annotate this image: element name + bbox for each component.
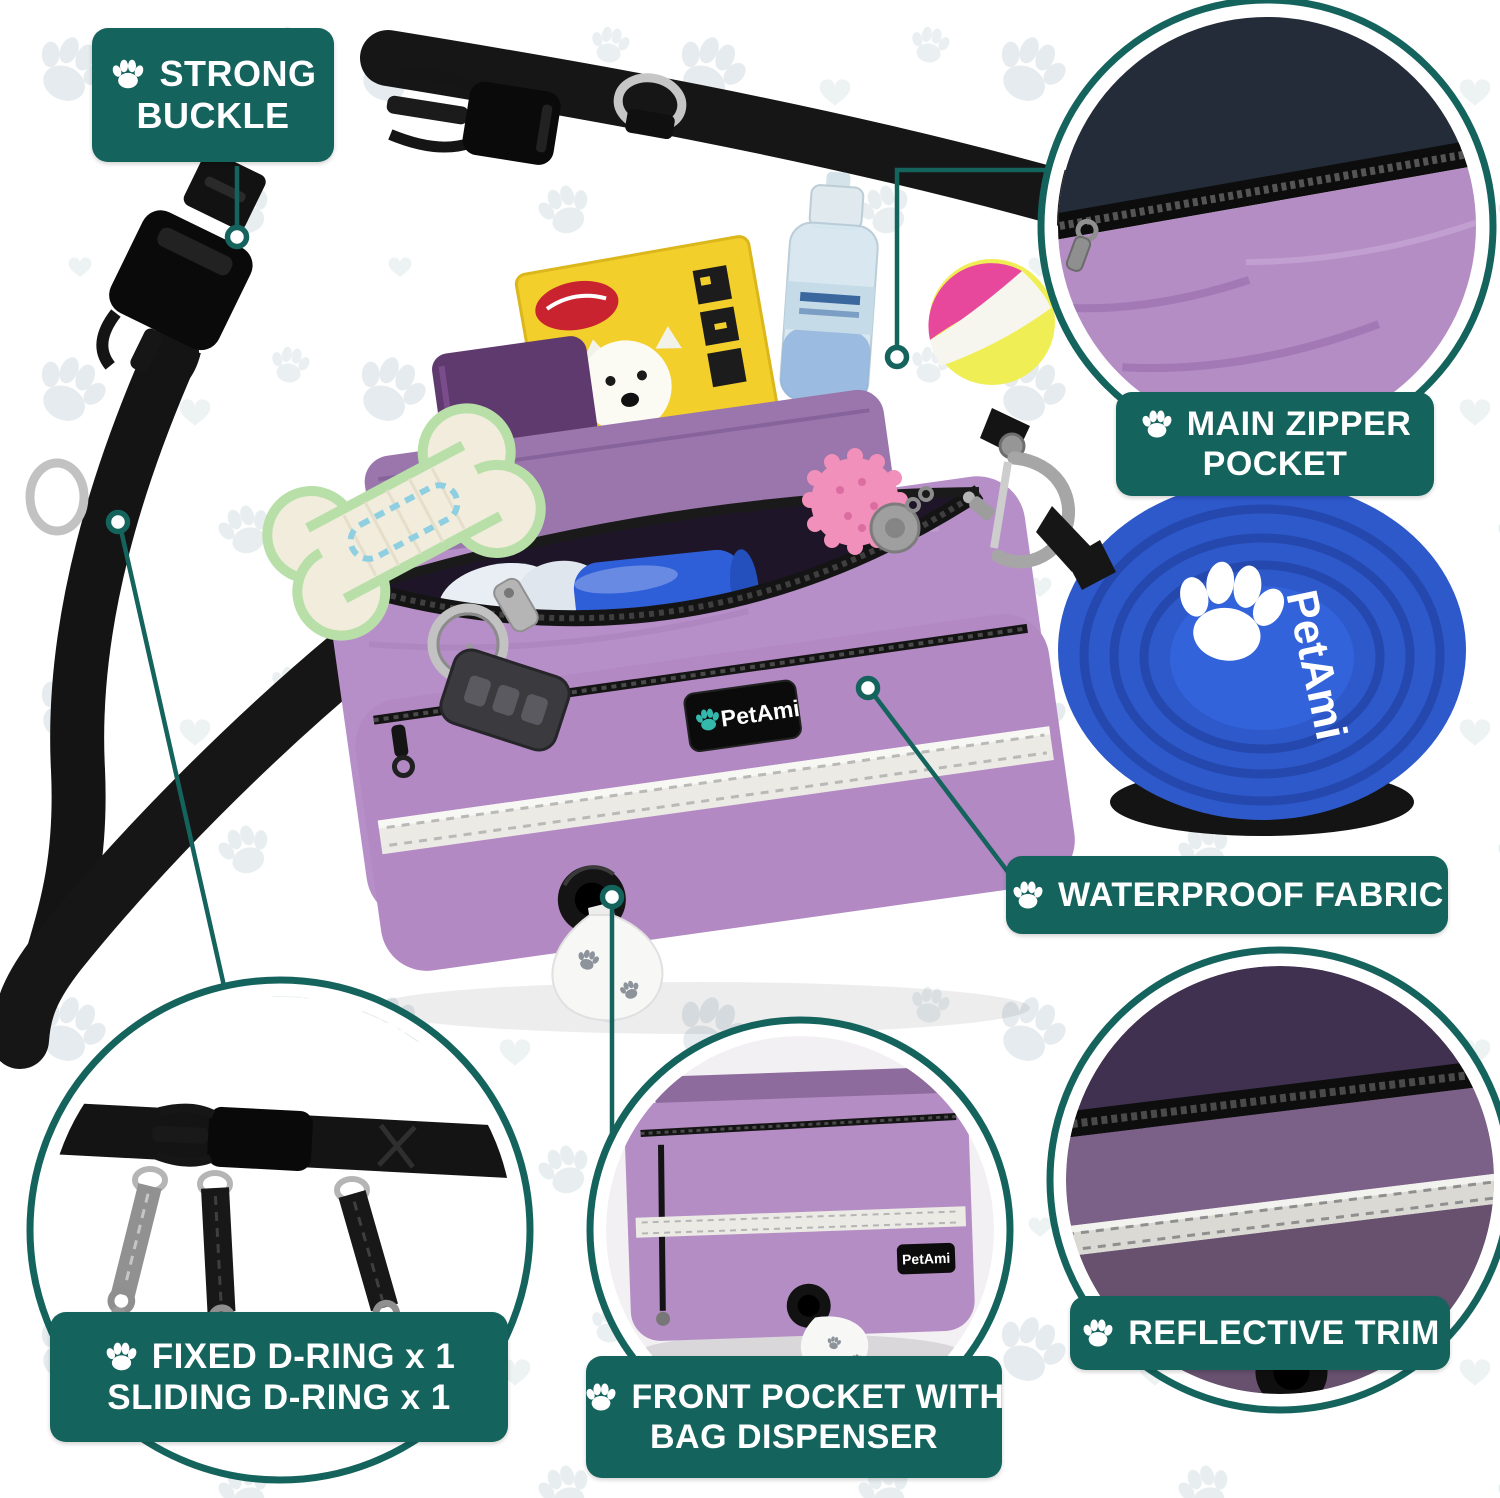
plush-bone-toy [262,403,546,641]
keys [427,577,571,752]
pouch-shadow [370,982,1030,1034]
keychain-medallion [869,486,934,554]
paw-icon [1012,881,1045,909]
paw-icon [1140,410,1173,438]
callout-front-pocket: FRONT POCKET WITH BAG DISPENSER [585,1356,1005,1478]
inset-zipper-pull [1065,218,1099,272]
paw-icon [104,1342,138,1371]
strong-buckle [96,151,266,395]
paw-icon [1082,1319,1115,1347]
callout-reflective-trim: REFLECTIVE TRIM [1070,1296,1450,1370]
main-zipper-slider [962,491,995,521]
callout-line: FIXED D-RING x 1 [151,1336,456,1376]
leash-clip-black-1 [193,1187,247,1394]
callout-d-rings: FIXED D-RING x 1 SLIDING D-RING x 1 [50,1312,508,1442]
callout-waterproof-fabric: WATERPROOF FABRIC [1006,856,1448,934]
waist-strap-left [0,151,381,1069]
callout-line: STRONG [159,52,317,94]
key-fob [439,648,571,752]
travel-bowl: PetAmi [1058,480,1466,836]
brand-patch: PetAmi [683,679,802,753]
callout-main-zipper-pocket: MAIN ZIPPER POCKET [1116,392,1434,496]
tennis-ball [928,259,1055,385]
carabiner-clip [980,408,1092,572]
leash-clip-black-2 [338,1190,428,1392]
zipper-pull-ring [391,755,415,779]
connector-dots [105,224,910,910]
back-pocket-items [432,171,1055,536]
callout-line: SLIDING D-RING x 1 [107,1378,451,1417]
callout-line: MAIN ZIPPER [1186,404,1412,443]
callout-line: WATERPROOF FABRIC [1058,875,1444,914]
connector-lines [118,166,1048,1133]
strap-d-ring-left [25,458,89,536]
strap-buckle-top [386,69,561,165]
callout-line: BAG DISPENSER [650,1418,938,1456]
callout-line: FRONT POCKET WITH [631,1377,1005,1416]
paw-icon [585,1383,618,1411]
callout-line: REFLECTIVE TRIM [1128,1313,1440,1352]
callout-strong-buckle: STRONG BUCKLE [92,28,334,162]
callout-line: POCKET [1202,445,1348,483]
callout-line: BUCKLE [136,95,290,136]
inset-bag-brand-text: PetAmi [902,1250,951,1268]
leash-clip-gray [82,1183,162,1379]
paw-icon [111,59,146,89]
